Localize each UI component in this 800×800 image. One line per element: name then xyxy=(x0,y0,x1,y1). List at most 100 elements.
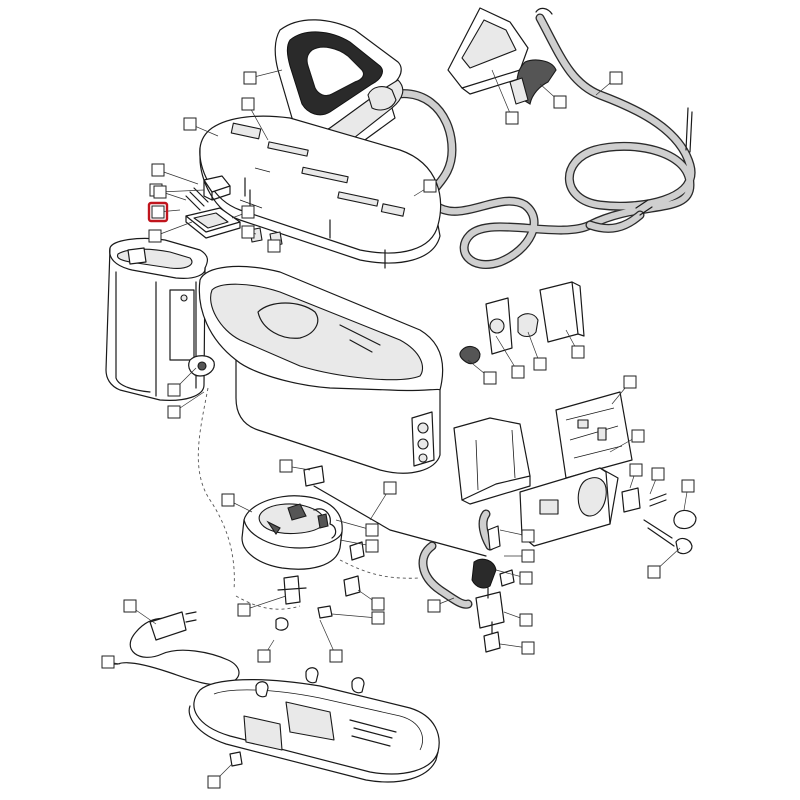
callout-box xyxy=(647,565,661,579)
callout-box xyxy=(521,529,535,543)
callout-leader xyxy=(157,169,199,185)
callout-leader xyxy=(159,189,205,193)
callout-box xyxy=(371,597,385,611)
callout-box xyxy=(571,345,585,359)
main-housing xyxy=(198,265,444,474)
callout-box xyxy=(631,429,645,443)
callout-box xyxy=(243,71,257,85)
hose-end-fitting xyxy=(509,59,557,105)
callout-box xyxy=(207,775,221,789)
callout xyxy=(369,481,397,521)
callout xyxy=(331,611,385,625)
callout xyxy=(495,569,533,585)
callout xyxy=(151,163,199,185)
callout xyxy=(221,493,253,513)
boiler xyxy=(241,495,343,570)
control-pcb xyxy=(555,391,633,479)
iron-rest-bracket xyxy=(447,7,529,95)
power-cord xyxy=(103,611,240,686)
callout-box xyxy=(623,375,637,389)
callout-box xyxy=(167,405,181,419)
callout-box xyxy=(101,655,115,669)
water-valve-bracket xyxy=(459,281,585,365)
callout-leader xyxy=(491,69,513,119)
callout xyxy=(357,589,385,611)
callout xyxy=(207,763,233,789)
callout xyxy=(241,97,269,141)
callout xyxy=(241,225,257,239)
callout xyxy=(499,641,535,655)
callout xyxy=(183,117,219,137)
callout xyxy=(504,549,535,563)
callout-box xyxy=(383,481,397,495)
callout xyxy=(167,391,205,419)
callout xyxy=(335,519,379,537)
callout xyxy=(611,375,637,405)
wiring-paths xyxy=(197,387,421,610)
callout-box xyxy=(241,205,255,219)
callout-highlight-frame xyxy=(147,201,169,223)
callout xyxy=(231,205,255,219)
callout-box xyxy=(505,111,519,125)
callout xyxy=(319,619,343,663)
callout xyxy=(539,83,567,109)
callout-box xyxy=(519,571,533,585)
inner-cover xyxy=(453,417,531,505)
callout xyxy=(609,429,645,453)
callout-box xyxy=(151,205,165,219)
callout xyxy=(681,479,695,511)
base-plate xyxy=(188,667,440,783)
callout xyxy=(167,367,197,397)
callout xyxy=(649,467,665,495)
callout xyxy=(279,459,311,473)
callout-box xyxy=(365,539,379,553)
callout-box xyxy=(237,603,251,617)
callout-box xyxy=(629,463,643,477)
callout xyxy=(595,71,623,96)
callout-box xyxy=(423,179,437,193)
callout xyxy=(148,221,193,243)
callout-highlighted xyxy=(147,201,169,223)
callout-box xyxy=(151,163,165,177)
callout-box xyxy=(609,71,623,85)
callout xyxy=(153,185,205,199)
callout-box xyxy=(511,365,525,379)
callout xyxy=(565,329,585,359)
callout xyxy=(629,463,643,489)
callout xyxy=(467,359,497,385)
callout-leader xyxy=(331,613,379,619)
callout-box xyxy=(553,95,567,109)
callout xyxy=(491,69,519,125)
callout xyxy=(267,239,281,253)
callout-box xyxy=(167,383,181,397)
callout-box xyxy=(241,97,255,111)
callout xyxy=(413,179,437,197)
callout xyxy=(237,595,287,617)
steam-iron xyxy=(274,19,404,159)
callout xyxy=(495,335,525,379)
indicator-parts xyxy=(621,487,697,555)
callout xyxy=(503,611,533,627)
callout xyxy=(339,539,379,553)
callout-box xyxy=(533,357,547,371)
callout xyxy=(123,599,157,625)
callout xyxy=(427,597,455,613)
callout-box xyxy=(519,613,533,627)
callout-box xyxy=(241,225,255,239)
iron-rest-plate xyxy=(199,115,442,269)
callout-box xyxy=(123,599,137,613)
callout-box xyxy=(279,459,293,473)
button-assembly xyxy=(185,175,283,247)
callout-box xyxy=(651,467,665,481)
water-tank xyxy=(105,237,215,401)
callout-box xyxy=(371,611,385,625)
callout xyxy=(647,547,681,579)
callout-box xyxy=(183,117,197,131)
callout-box xyxy=(427,599,441,613)
callout-box xyxy=(221,493,235,507)
callout-box xyxy=(521,549,535,563)
callout-box xyxy=(148,229,162,243)
callout-box xyxy=(365,523,379,537)
